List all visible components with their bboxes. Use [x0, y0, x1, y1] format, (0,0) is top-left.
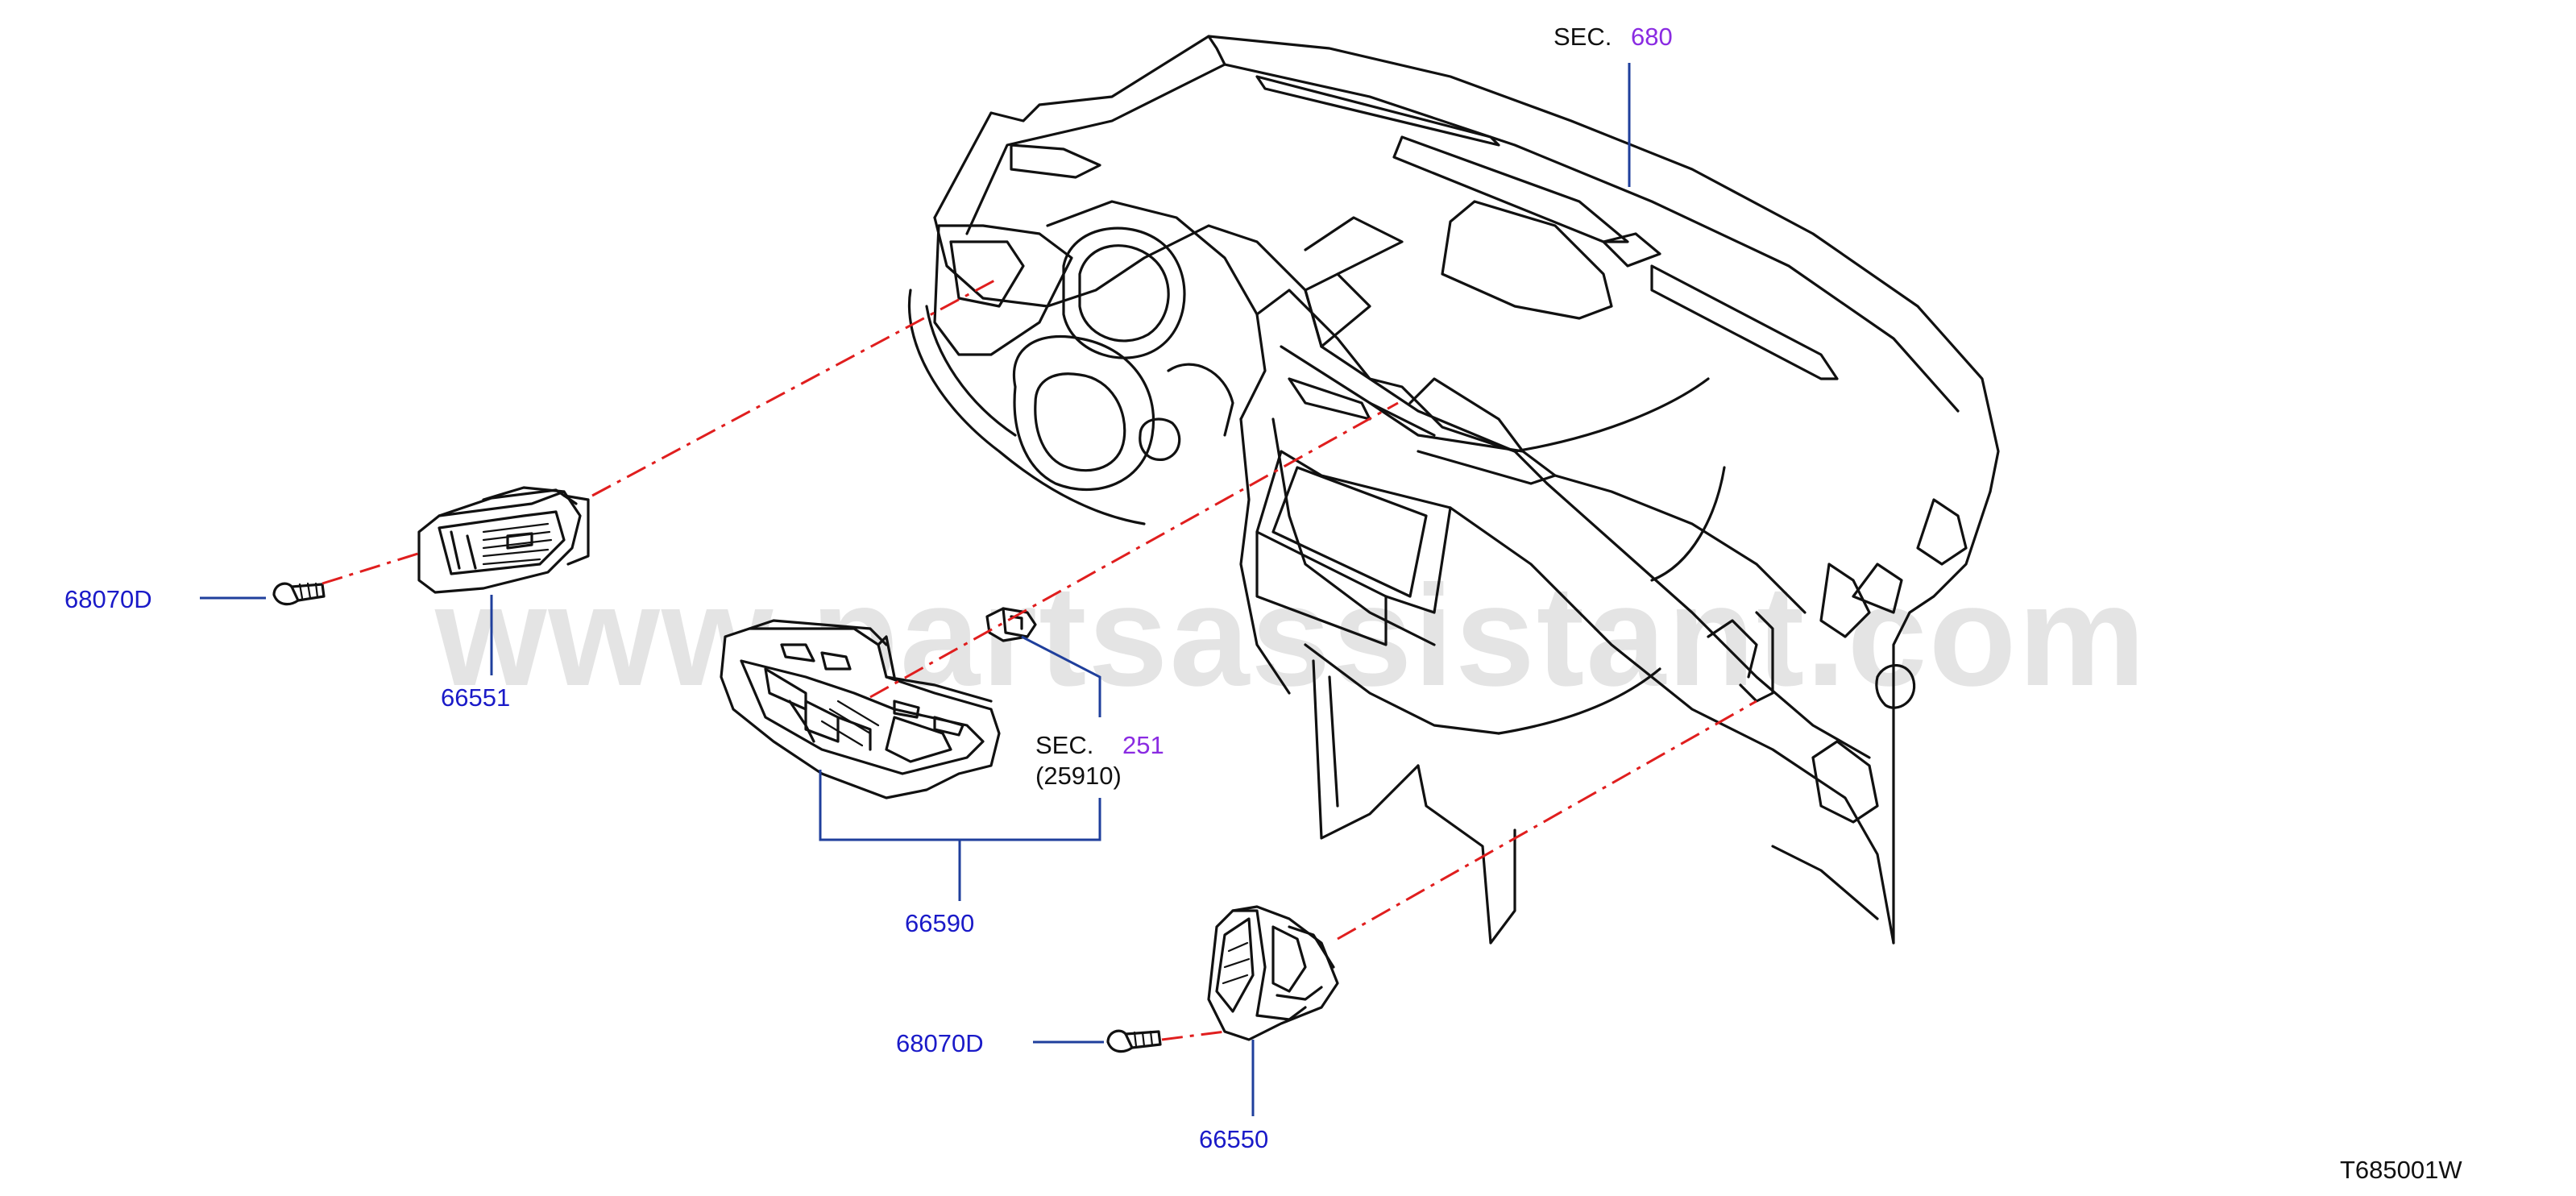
- leader-lines: [200, 63, 1631, 1116]
- sensor-connector: [985, 607, 1037, 642]
- part-label-66551[interactable]: 66551: [441, 683, 510, 712]
- part-label-68070d-upper[interactable]: 68070D: [64, 585, 152, 613]
- sec-251-subcode: (25910): [1035, 762, 1122, 790]
- assembly-lines: [321, 276, 1757, 1041]
- screw-upper: [272, 582, 326, 606]
- side-vent-right: [1207, 905, 1339, 1041]
- sec-251-prefix: SEC.: [1035, 731, 1093, 759]
- instrument-panel: [907, 35, 2000, 945]
- leader-sec-251: [1021, 635, 1101, 717]
- watermark: www.partsassistant.com: [434, 555, 2147, 716]
- diagram-code: T685001W: [2340, 1156, 2462, 1184]
- part-label-66550[interactable]: 66550: [1199, 1125, 1268, 1153]
- part-label-68070d-lower[interactable]: 68070D: [896, 1029, 984, 1057]
- part-label-66590[interactable]: 66590: [905, 909, 974, 937]
- sec-680-number[interactable]: 680: [1631, 23, 1673, 51]
- sec-251-number[interactable]: 251: [1122, 731, 1164, 759]
- center-vent: [720, 619, 1001, 799]
- sec-680-prefix: SEC.: [1553, 23, 1612, 51]
- screw-lower: [1106, 1029, 1162, 1053]
- side-vent-left: [417, 486, 590, 594]
